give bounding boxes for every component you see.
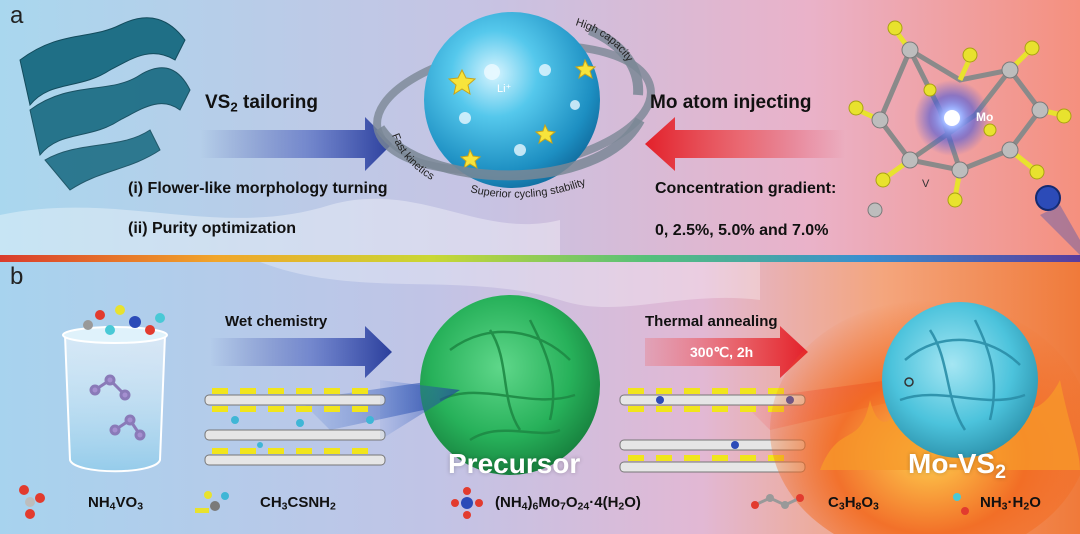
- precursor-label: Precursor: [448, 448, 581, 479]
- mo-vs2-label: Mo-VS2: [908, 448, 1007, 483]
- mo-vs2-structure: [848, 20, 1080, 255]
- step-i: (i) Flower-like morphology turning: [128, 180, 388, 197]
- legend-icon-ch3csnh2: [195, 491, 229, 513]
- legend-ch3csnh2: CH3CSNH2: [260, 494, 336, 513]
- legend-ammonia-water: NH3·H2O: [980, 494, 1041, 513]
- mo-injecting-arrow: [645, 117, 845, 171]
- water-splash-b: [260, 262, 760, 308]
- legend-glycerol: C3H8O3: [828, 494, 879, 513]
- concentration-gradient-label: Concentration gradient:: [655, 180, 837, 197]
- wet-chemistry-label: Wet chemistry: [225, 313, 328, 330]
- water-splash-a: [0, 198, 560, 255]
- vs2-ribbon-icon: [19, 17, 191, 191]
- vs2-tailoring-title: VS2 tailoring: [205, 92, 318, 115]
- mo-atom-ball: [1035, 185, 1061, 211]
- vs2-tailoring-arrow: [200, 117, 392, 171]
- mo-injecting-title: Mo atom injecting: [650, 92, 812, 113]
- precursor-flower: [380, 295, 600, 475]
- thermal-annealing-arrow: [645, 326, 808, 378]
- legend-icon-ammonium-molybdate: [451, 487, 483, 519]
- legend-icon-glycerol: [751, 494, 804, 509]
- v-atom-label: V: [922, 178, 930, 190]
- rainbow-divider: [0, 255, 1080, 262]
- beaker-icon: [62, 305, 168, 473]
- li-ion-label: Li⁺: [497, 83, 512, 95]
- legend-ammonium-molybdate: (NH4)6Mo7O24·4(H2O): [495, 494, 641, 513]
- thermal-annealing-label: Thermal annealing: [645, 313, 778, 330]
- mo-vs2-flower: [882, 302, 1038, 458]
- legend-nh4vo3: NH4VO3: [88, 494, 144, 513]
- mo-atom-label: Mo: [976, 110, 994, 124]
- step-ii: (ii) Purity optimization: [128, 220, 296, 237]
- anneal-condition-label: 300℃, 2h: [690, 344, 754, 360]
- concentration-gradient-values: 0, 2.5%, 5.0% and 7.0%: [655, 222, 829, 239]
- legend-icon-nh4vo3: [19, 485, 45, 519]
- panel-b-label: b: [10, 263, 24, 290]
- wet-chemistry-arrow: [210, 326, 392, 378]
- panel-a-label: a: [10, 2, 24, 29]
- legend-icon-ammonia-water: [953, 493, 969, 515]
